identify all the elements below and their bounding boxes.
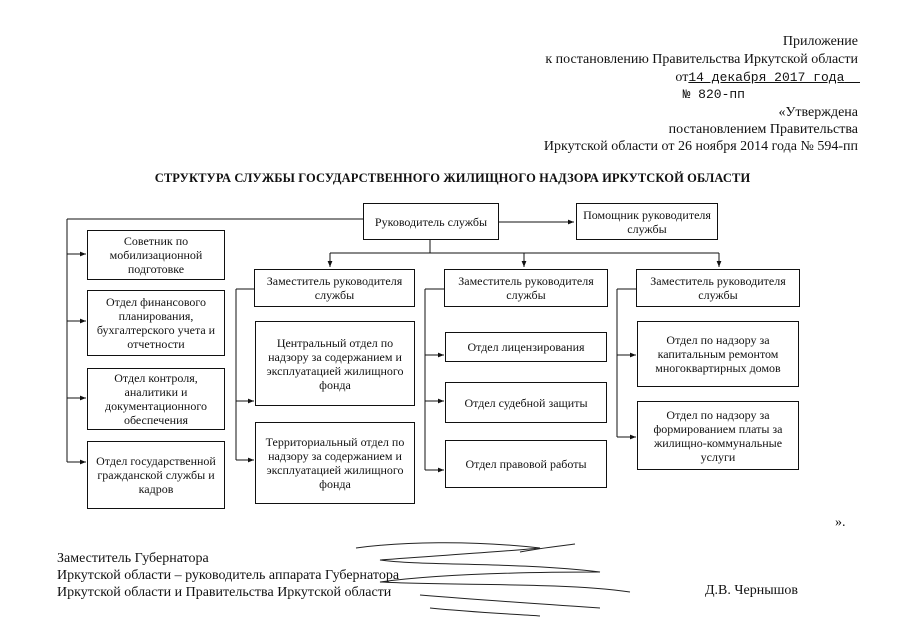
approved-by: постановлением Правительства	[668, 122, 858, 137]
left-unit-hr: Отдел государственной гражданской службы…	[87, 441, 225, 509]
document-title: СТРУКТУРА СЛУЖБЫ ГОСУДАРСТВЕННОГО ЖИЛИЩН…	[154, 171, 751, 185]
deputy-box-1: Заместитель руководителя службы	[254, 269, 415, 307]
left-unit-advisor: Советник по мобилизационной подготовке	[87, 230, 225, 280]
deputy-box-2: Заместитель руководителя службы	[444, 269, 608, 307]
deputy1-unit-central: Центральный отдел по надзору за содержан…	[255, 321, 415, 406]
signatory-title-1: Заместитель Губернатора	[57, 551, 209, 566]
assistant-box: Помощник руководителя службы	[576, 203, 718, 240]
deputy3-unit-repair: Отдел по надзору за капитальным ремонтом…	[637, 321, 799, 387]
deputy3-unit-fees: Отдел по надзору за формированием платы …	[637, 401, 799, 470]
deputy1-unit-territorial: Территориальный отдел по надзору за соде…	[255, 422, 415, 504]
approved-label: «Утверждена	[778, 105, 859, 120]
closing-quote: ».	[835, 515, 846, 530]
left-unit-control: Отдел контроля, аналитики и документацио…	[87, 368, 225, 430]
deputy2-unit-court: Отдел судебной защиты	[445, 382, 607, 423]
date-value: 14 декабря 2017 года	[688, 70, 845, 85]
deputy2-unit-legal: Отдел правовой работы	[445, 440, 607, 488]
date-prefix: от	[675, 70, 689, 85]
resolution-number: № 820-пп	[682, 87, 745, 102]
deputy2-unit-licensing: Отдел лицензирования	[445, 332, 607, 362]
left-unit-finance: Отдел финансового планирования, бухгалте…	[87, 290, 225, 356]
signatory-title-2: Иркутской области – руководитель аппарат…	[57, 568, 400, 583]
appendix-label: Приложение	[782, 34, 858, 49]
deputy-box-3: Заместитель руководителя службы	[636, 269, 800, 307]
resolution-date: от14 декабря 2017 года	[675, 69, 860, 86]
resolution-ref: к постановлению Правительства Иркутской …	[545, 52, 858, 67]
signatory-title-3: Иркутской области и Правительства Иркутс…	[57, 585, 392, 600]
signatory-name: Д.В. Чернышов	[705, 583, 798, 598]
approved-ref: Иркутской области от 26 ноября 2014 года…	[543, 139, 858, 154]
head-box: Руководитель службы	[363, 203, 499, 240]
